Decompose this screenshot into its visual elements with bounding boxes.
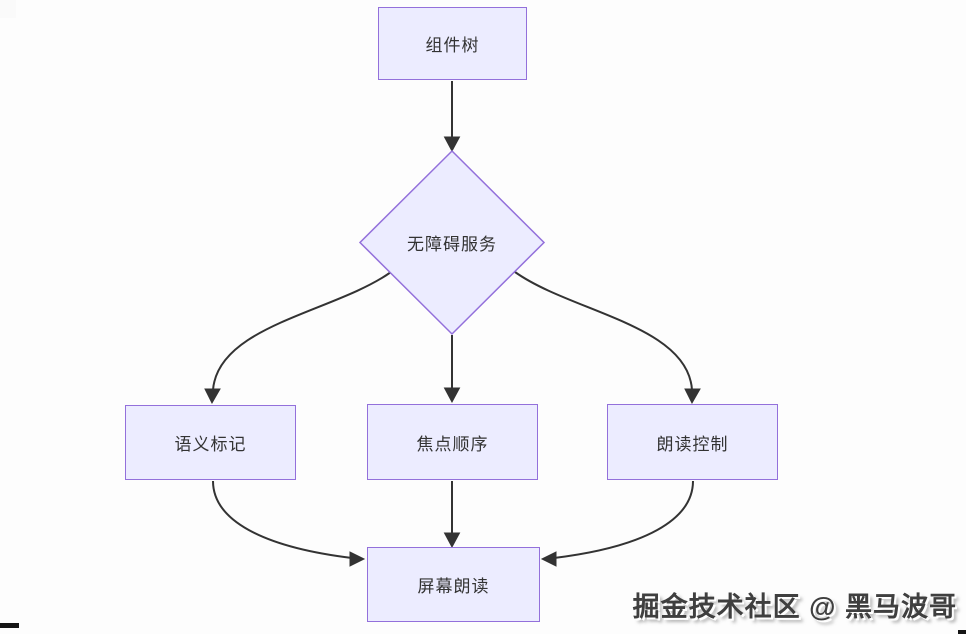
node-decision-diamond-shape <box>358 149 546 336</box>
node-component-tree: 组件树 <box>378 7 527 80</box>
node-component-tree-label: 组件树 <box>425 36 480 55</box>
corner-artifact-bottom-right <box>958 630 966 634</box>
arrowhead-left-icon <box>540 551 557 567</box>
corner-artifact-bottom-left <box>0 623 19 628</box>
node-semantic-markup: 语义标记 <box>125 405 296 480</box>
node-accessibility-service: 无障碍服务 <box>362 222 542 262</box>
arrowhead-down-icon <box>443 136 461 153</box>
node-focus-order: 焦点顺序 <box>367 404 538 480</box>
arrowhead-down-icon <box>443 387 461 404</box>
node-screen-reading: 屏幕朗读 <box>367 547 540 622</box>
edge-decision-to-right <box>514 271 693 391</box>
arrowhead-right-icon <box>349 551 366 567</box>
node-accessibility-service-label: 无障碍服务 <box>407 234 497 254</box>
edge-left-to-bottom <box>212 480 353 559</box>
node-reading-control: 朗读控制 <box>607 404 778 480</box>
arrowhead-down-icon <box>443 532 461 549</box>
edge-right-to-bottom <box>553 480 694 559</box>
node-reading-control-label: 朗读控制 <box>656 434 729 454</box>
node-screen-reading-label: 屏幕朗读 <box>417 577 490 596</box>
node-focus-order-label: 焦点顺序 <box>416 434 489 454</box>
arrowhead-down-icon <box>684 388 701 405</box>
node-semantic-markup-label: 语义标记 <box>174 435 247 454</box>
watermark-text: 掘金技术社区 @ 黑马波哥 <box>632 592 957 622</box>
arrowhead-down-icon <box>204 388 221 405</box>
corner-artifact-top-left <box>0 0 16 18</box>
edge-decision-to-left <box>212 271 392 391</box>
